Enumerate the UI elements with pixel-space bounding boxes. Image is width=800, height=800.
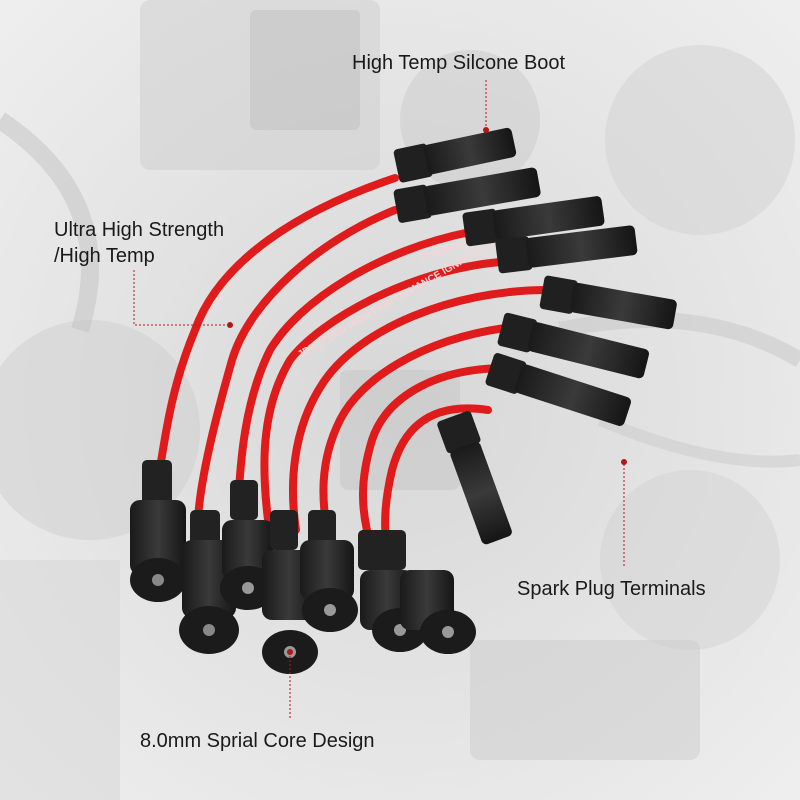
plug-end-boots: [393, 127, 677, 545]
callout-terminals: Spark Plug Terminals: [517, 578, 706, 600]
wire-1: [154, 174, 399, 484]
wire-3: [234, 228, 474, 514]
wire-6: [319, 324, 509, 549]
callout-strength-line1: Ultra High Strength: [54, 219, 225, 241]
wire-4: [260, 258, 504, 524]
dot-strength: [227, 322, 233, 328]
callout-core: 8.0mm Sprial Core Design: [140, 730, 375, 752]
wire-5: [289, 286, 552, 534]
dot-terminals: [621, 459, 627, 465]
distributor-end-boots: [130, 460, 476, 674]
callout-leaders: [133, 80, 625, 718]
wire-2: [194, 206, 399, 524]
dot-core: [287, 649, 293, 655]
wire-7: [359, 364, 504, 554]
callout-dots: [227, 127, 627, 655]
callout-strength-line2: /High Temp: [54, 245, 155, 267]
ignition-wires: [154, 174, 552, 554]
dot-boot: [483, 127, 489, 133]
callout-boot: High Temp Silcone Boot: [352, 52, 566, 74]
wire-8: [381, 404, 492, 549]
callout-strength: Ultra High Strength /High Temp: [54, 217, 224, 269]
